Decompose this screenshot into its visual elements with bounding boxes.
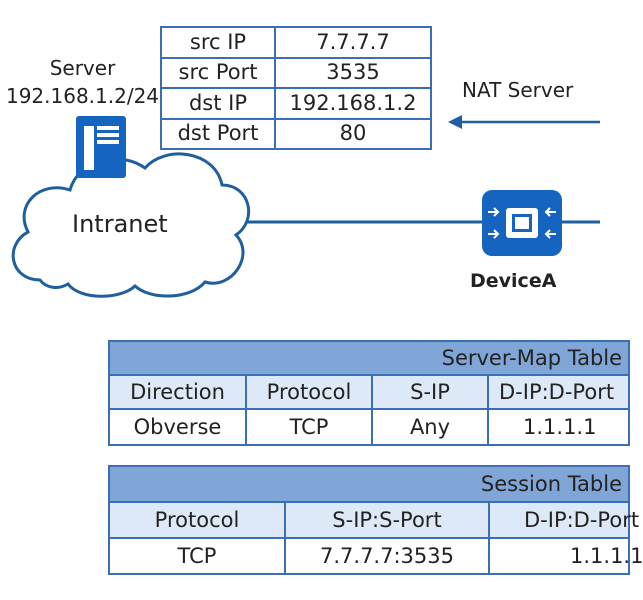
server-ip-label: 192.168.1.2/24 <box>5 84 160 108</box>
packet-value: 3535 <box>274 56 432 89</box>
session-cell: TCP <box>108 537 286 575</box>
packet-value: 192.168.1.2 <box>274 87 432 120</box>
device-icon <box>482 190 562 256</box>
table-row: TCP 7.7.7.7:3535 1.1.1.1 <box>108 537 643 575</box>
device-label: DeviceA <box>470 270 557 292</box>
packet-value: 80 <box>274 117 432 150</box>
packet-row: src IP 7.7.7.7 <box>160 26 432 59</box>
session-cell: 7.7.7.7:3535 <box>284 537 490 575</box>
table-row: Obverse TCP Any 1.1.1.1 <box>108 408 631 446</box>
server-icon <box>76 116 126 178</box>
packet-key: src IP <box>160 26 276 59</box>
server-map-cell: Obverse <box>108 408 247 446</box>
server-name-label: Server <box>49 56 116 80</box>
session-title: Session Table <box>108 465 630 503</box>
packet-header-table: src IP 7.7.7.7 src Port 3535 dst IP 192.… <box>160 26 432 150</box>
session-header: S-IP:S-Port <box>284 501 490 539</box>
server-map-table: Server-Map Table Direction Protocol S-IP… <box>107 340 631 446</box>
server-map-header: S-IP <box>371 374 489 410</box>
server-map-title: Server-Map Table <box>107 340 631 376</box>
intranet-cloud <box>11 152 251 298</box>
packet-row: dst Port 80 <box>160 117 432 150</box>
packet-row: dst IP 192.168.1.2 <box>160 87 432 120</box>
nat-arrow-head <box>448 115 462 129</box>
intranet-label: Intranet <box>72 210 168 238</box>
server-map-header: D-IP:D-Port <box>486 374 631 410</box>
session-cell: 1.1.1.1 <box>488 537 643 575</box>
server-map-cell: TCP <box>245 408 373 446</box>
session-header: Protocol <box>108 501 286 539</box>
session-header: D-IP:D-Port <box>488 501 639 539</box>
packet-key: dst IP <box>160 87 276 120</box>
server-map-header: Direction <box>108 374 247 410</box>
nat-server-label: NAT Server <box>462 78 574 102</box>
session-table: Session Table Protocol S-IP:S-Port D-IP:… <box>108 465 643 575</box>
server-map-cell: 1.1.1.1 <box>486 408 631 446</box>
packet-key: dst Port <box>160 117 276 150</box>
server-map-cell: Any <box>371 408 489 446</box>
server-map-header: Protocol <box>245 374 373 410</box>
packet-value: 7.7.7.7 <box>274 26 432 59</box>
diagram-graphics <box>11 115 600 298</box>
packet-key: src Port <box>160 56 276 89</box>
packet-row: src Port 3535 <box>160 56 432 89</box>
